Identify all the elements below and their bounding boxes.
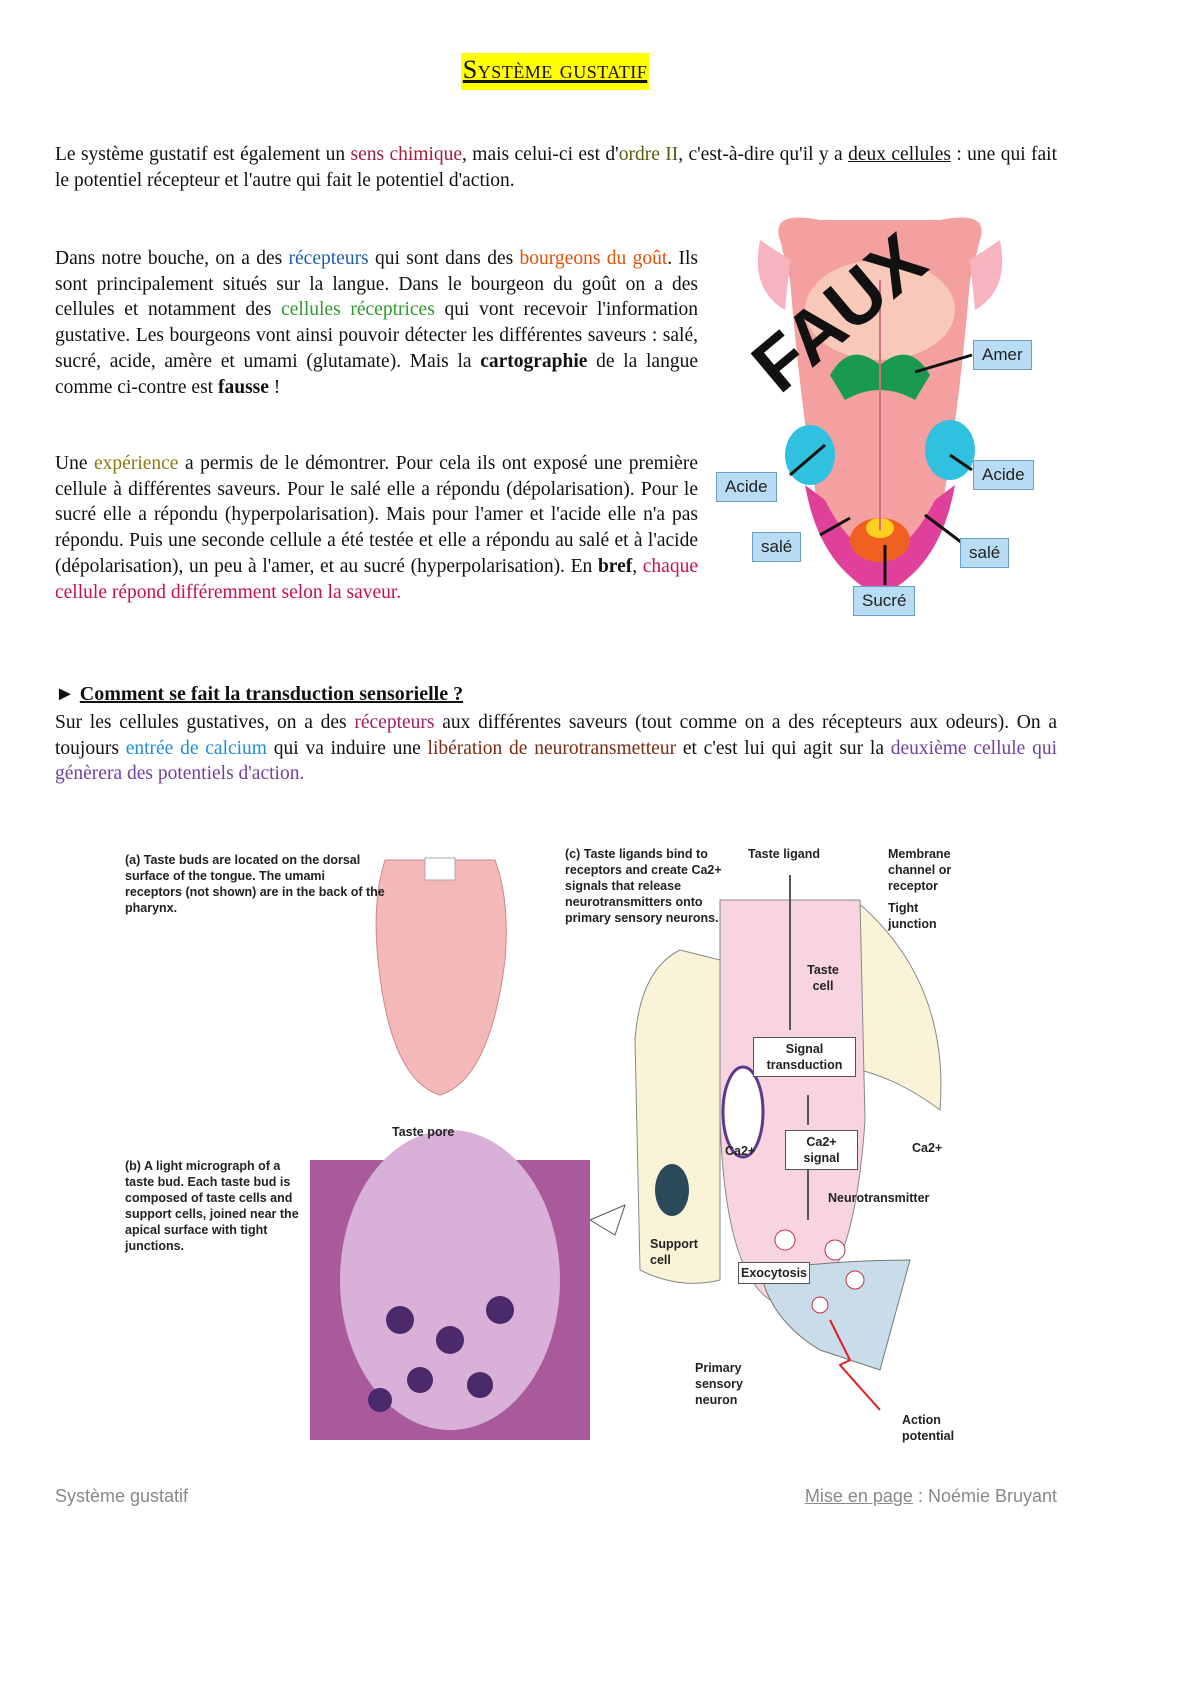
- label-action-potential: Action potential: [902, 1413, 955, 1443]
- taste-bud-illustration: [310, 857, 942, 1440]
- footer-left: Système gustatif: [55, 1486, 189, 1506]
- label-exocytosis: Exocytosis: [738, 1262, 811, 1284]
- label-sale-left: salé: [752, 532, 802, 562]
- triangle-bullet-icon: ►: [55, 683, 75, 705]
- experiment-paragraph: Une expérience a permis de le démontrer.…: [55, 453, 698, 603]
- intro-paragraph: Le système gustatif est également un sen…: [55, 144, 1058, 191]
- label-ca-right: Ca2+: [912, 1141, 943, 1155]
- label-ca-left: Ca2+: [725, 1144, 756, 1158]
- label-taste-ligand: Taste ligand: [748, 847, 821, 861]
- label-signal-transduction: Signal transduction: [753, 1037, 856, 1077]
- label-primary-neuron: Primary sensory neuron: [695, 1361, 743, 1407]
- label-membrane: Membrane channel or receptor: [888, 847, 952, 893]
- label-acide-right: Acide: [973, 460, 1034, 490]
- taste-bud-figure: (a) Taste buds are located on the dorsal…: [120, 840, 970, 1450]
- label-sucre: Sucré: [853, 586, 916, 616]
- receptors-paragraph: Dans notre bouche, on a des récepteurs q…: [55, 248, 698, 398]
- label-neurotransmitter: Neurotransmitter: [828, 1191, 930, 1205]
- caption-b: (b) A light micrograph of a taste bud. E…: [125, 1159, 299, 1253]
- caption-a: (a) Taste buds are located on the dorsal…: [125, 853, 385, 915]
- label-ca-signal: Ca2+ signal: [785, 1130, 858, 1170]
- label-sale-right: salé: [960, 538, 1010, 568]
- tongue-map-figure: FAUX Amer Acide Acide salé salé Sucré: [710, 200, 1050, 625]
- transduction-paragraph: Sur les cellules gustatives, on a des ré…: [55, 712, 1058, 785]
- label-tight-junction: Tight junction: [888, 901, 937, 931]
- label-amer: Amer: [973, 340, 1032, 370]
- tongue-illustration: [757, 217, 1003, 595]
- label-support-cell: Support cell: [650, 1237, 698, 1267]
- label-taste-pore: Taste pore: [392, 1125, 455, 1139]
- section-heading: ► Comment se fait la transduction sensor…: [55, 683, 464, 705]
- page-title: Système gustatif: [0, 53, 1110, 90]
- caption-c: (c) Taste ligands bind to receptors and …: [565, 847, 722, 925]
- label-acide-left: Acide: [716, 472, 777, 502]
- footer-right: Mise en page : Noémie Bruyant: [804, 1486, 1057, 1506]
- label-taste-cell: Taste cell: [807, 963, 839, 993]
